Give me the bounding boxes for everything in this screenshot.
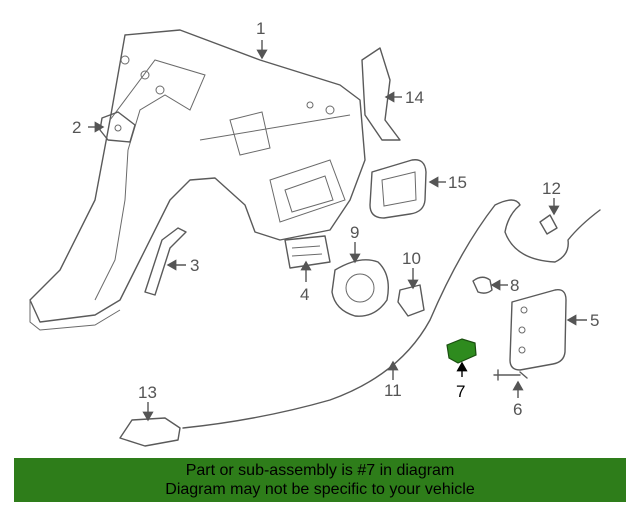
callout-11: 11: [384, 381, 402, 400]
fuel-door-part-5[interactable]: [509, 289, 567, 371]
highlighted-part-7[interactable]: [446, 338, 477, 364]
molding-part-3[interactable]: [144, 227, 187, 296]
banner-line-1: Part or sub-assembly is #7 in diagram: [185, 462, 455, 479]
bolt-part-6[interactable]: [493, 369, 528, 381]
callout-7: 7: [456, 382, 465, 401]
callout-4: 4: [300, 285, 309, 304]
latch-part-10[interactable]: [397, 284, 425, 317]
callout-5: 5: [590, 311, 599, 330]
callout-1: 1: [256, 19, 265, 38]
cap-part-8[interactable]: [472, 276, 493, 294]
callout-13: 13: [138, 383, 157, 402]
callout-9: 9: [350, 223, 359, 242]
pocket-part-15[interactable]: [369, 159, 427, 219]
handle-part-13[interactable]: [119, 417, 181, 447]
parts-diagram: 1 2 3 4 5 6 7 8 9 10 11 12 13 14 15: [29, 19, 601, 447]
callout-2: 2: [72, 118, 81, 137]
release-cable-part-11[interactable]: [182, 199, 601, 429]
leader-lines: [88, 40, 587, 422]
callout-8: 8: [510, 276, 519, 295]
banner-line-2: Diagram may not be specific to your vehi…: [165, 481, 475, 498]
bracket-part-14[interactable]: [361, 47, 401, 141]
bracket-part-4[interactable]: [284, 235, 331, 269]
callout-3: 3: [190, 256, 199, 275]
clip-part-12[interactable]: [539, 214, 558, 235]
callout-numbers: 1 2 3 4 5 6 7 8 9 10 11 12 13 14 15: [72, 19, 599, 419]
fitment-banner: Part or sub-assembly is #7 in diagram Di…: [14, 458, 626, 502]
callout-6: 6: [513, 400, 522, 419]
callout-15: 15: [448, 173, 467, 192]
callout-12: 12: [542, 179, 561, 198]
quarter-panel-part-1[interactable]: [29, 29, 366, 331]
callout-14: 14: [405, 88, 424, 107]
bracket-part-2[interactable]: [99, 111, 136, 143]
filler-housing-part-9[interactable]: [331, 259, 390, 317]
callout-10: 10: [402, 249, 421, 268]
